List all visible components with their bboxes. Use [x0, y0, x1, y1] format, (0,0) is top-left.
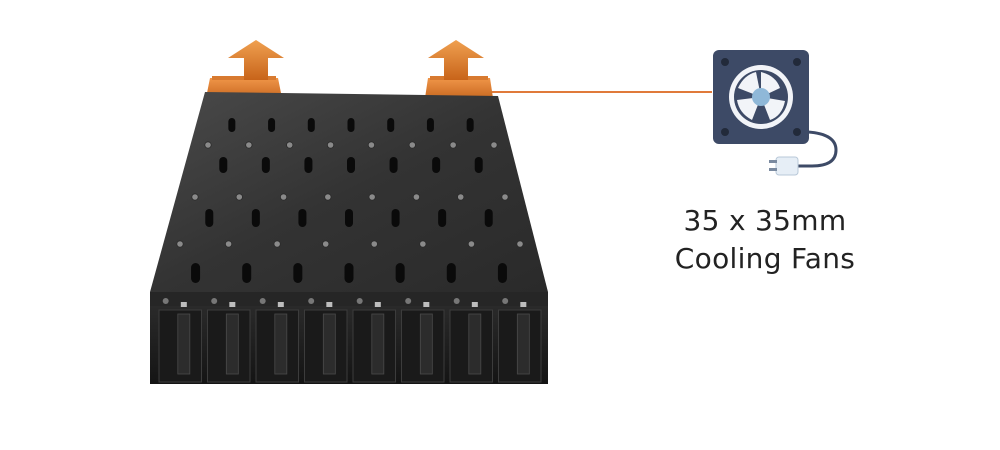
screw — [467, 240, 476, 248]
screw — [419, 240, 427, 248]
screw — [326, 141, 335, 149]
screw — [191, 193, 199, 201]
vent-slot — [228, 118, 236, 132]
vent-slot — [391, 209, 400, 227]
screw — [286, 141, 294, 149]
vent-slot — [251, 209, 260, 227]
screw — [449, 141, 457, 149]
screw — [322, 240, 330, 248]
drive-bay[interactable] — [158, 298, 202, 383]
vent-slot — [242, 263, 252, 283]
vent-slot — [261, 157, 270, 173]
vent-slot — [347, 157, 355, 173]
vent-slot — [438, 209, 447, 227]
power-plug-icon — [769, 130, 838, 176]
drive-bay[interactable] — [401, 298, 445, 383]
vent-slot — [268, 118, 276, 132]
screw — [367, 141, 376, 149]
airflow-arrow-icon — [428, 40, 484, 80]
vent-slot — [205, 209, 214, 227]
caption-size: 35 x 35mm — [683, 204, 847, 237]
vent-slot — [389, 157, 398, 173]
screw — [368, 193, 376, 201]
screw — [176, 240, 184, 248]
vent-slot — [219, 157, 228, 173]
screw — [204, 141, 212, 149]
drive-bays — [158, 298, 542, 383]
drive-bay[interactable] — [498, 298, 542, 383]
ventilation-slots — [176, 118, 524, 283]
vent-slot — [432, 157, 441, 173]
screw — [412, 193, 421, 201]
drive-bay[interactable] — [449, 298, 493, 383]
vent-slot — [446, 263, 456, 283]
fan-caption: 35 x 35mm Cooling Fans — [640, 202, 890, 278]
airflow-arrow-icon — [228, 40, 284, 80]
vent-slot — [298, 209, 307, 227]
cooling-fan-icon — [713, 50, 809, 144]
vent-slot — [307, 118, 315, 132]
screw — [224, 240, 233, 248]
vent-slot — [497, 263, 507, 283]
vent-slot — [345, 209, 353, 227]
screw — [235, 193, 243, 201]
screw — [370, 240, 378, 248]
vent-slot — [426, 118, 434, 132]
screw — [408, 141, 416, 149]
screw — [324, 193, 332, 201]
drive-bay[interactable] — [207, 298, 251, 383]
vent-slot — [191, 263, 201, 283]
screw — [273, 240, 281, 248]
vent-slot — [387, 118, 395, 132]
vent-slot — [484, 209, 493, 227]
vent-slot — [347, 118, 355, 132]
vent-slot — [293, 263, 303, 283]
screw — [457, 193, 465, 201]
vent-slot — [466, 118, 474, 132]
drive-bay[interactable] — [352, 298, 396, 383]
vent-slot — [395, 263, 405, 283]
vent-slot — [304, 157, 313, 173]
screw — [245, 141, 253, 149]
screw — [490, 141, 498, 149]
vent-slot — [474, 157, 483, 173]
caption-label: Cooling Fans — [674, 242, 856, 275]
screw — [516, 240, 524, 248]
screw — [279, 193, 288, 201]
drive-bay[interactable] — [304, 298, 348, 383]
vent-slot — [344, 263, 354, 283]
enclosure-front-lip — [150, 292, 548, 306]
drive-bay[interactable] — [255, 298, 299, 383]
screw — [501, 193, 509, 201]
